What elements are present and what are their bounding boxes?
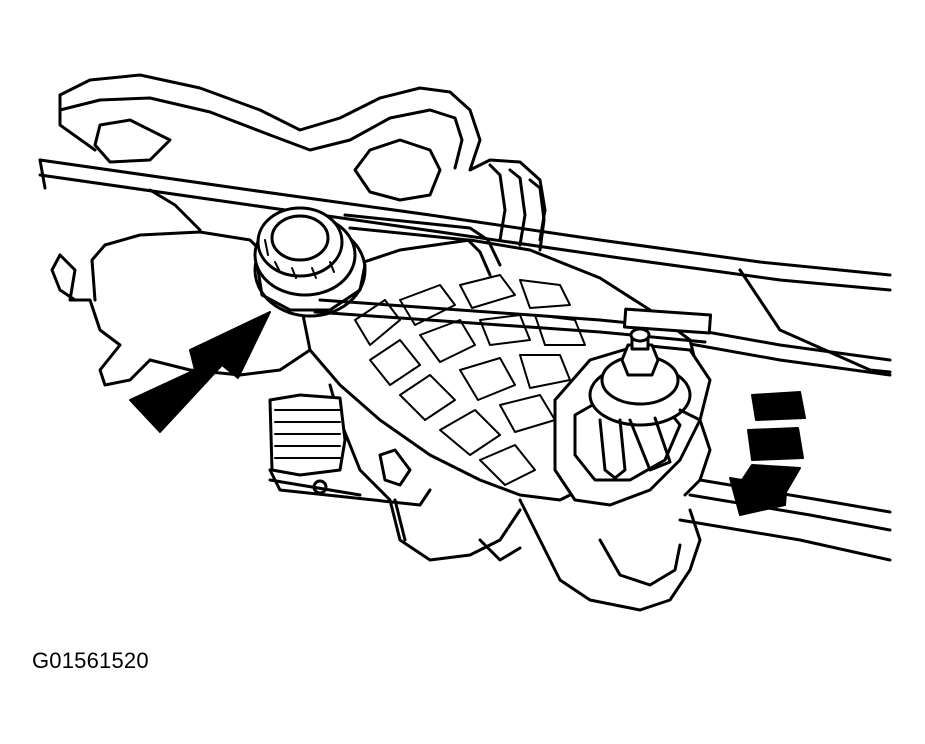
- figure-code: G01561520: [32, 648, 149, 673]
- lower-housing: [328, 383, 702, 612]
- left-bushing: [253, 206, 367, 318]
- indicator-arrows: [129, 311, 806, 516]
- upper-bracket: [58, 73, 547, 252]
- link-bar: [313, 213, 713, 344]
- arrow-left-icon: [129, 311, 271, 433]
- right-bushing: [553, 327, 712, 507]
- arrow-right-stripe-2-icon: [747, 427, 804, 461]
- connector-block: [268, 393, 432, 507]
- arrow-right-stripe-1-icon: [751, 391, 806, 421]
- arrow-right-head-icon: [729, 464, 801, 516]
